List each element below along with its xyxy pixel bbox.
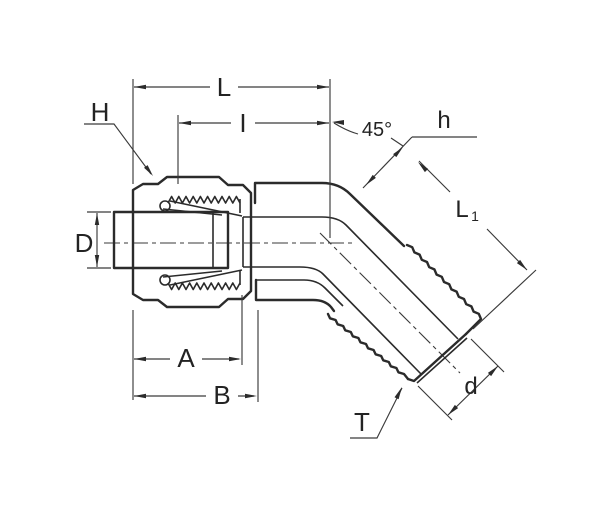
leader-angle: [333, 122, 404, 147]
nut-thread-bottom: [167, 282, 241, 291]
leader-T: [350, 387, 403, 439]
arrow-h-lower: [366, 174, 376, 185]
dim-label-angle: 45°: [362, 119, 392, 141]
dimension-lines: [84, 79, 537, 439]
front-ferrule-bottom: [162, 269, 243, 286]
dim-A-extensions: [132, 295, 243, 400]
back-ferrule-bottom: [159, 274, 171, 286]
arrow-B-left: [134, 393, 146, 399]
arrow-d-lower: [448, 404, 459, 415]
body-top-outline: [253, 181, 406, 248]
arrow-d-upper: [487, 366, 498, 377]
dimension-labels: L I H D A B T 45° h L 1 d: [75, 72, 479, 437]
front-ferrule-top: [162, 200, 243, 217]
dim-label-T: T: [354, 407, 370, 437]
dim-L1-extension: [472, 269, 537, 330]
end-face-inner-edge: [416, 337, 468, 384]
dim-label-D: D: [75, 228, 94, 258]
dim-D-extensions: [87, 211, 111, 269]
dim-label-I: I: [239, 108, 246, 138]
centerlines: [104, 232, 461, 374]
arrow-I-right: [317, 120, 329, 126]
arrow-D-bottom: [94, 255, 100, 267]
arrow-H-leader: [144, 165, 153, 176]
arrow-I-left: [179, 120, 191, 126]
fitting-outline: [112, 175, 483, 383]
arrow-A-left: [134, 356, 146, 362]
dim-label-d: d: [464, 373, 477, 400]
arrow-L-left: [134, 84, 146, 90]
leader-H: [84, 123, 152, 175]
nut-thread-top: [167, 195, 241, 204]
arrow-A-right: [229, 356, 241, 362]
arrow-angle: [332, 120, 344, 125]
arrow-L1-bottom: [516, 259, 527, 270]
arrow-B-right: [245, 393, 257, 399]
arrow-T-leader: [394, 387, 402, 400]
dim-L-extensions: [132, 79, 331, 238]
dim-d-extensions: [417, 338, 505, 421]
tube-outline: [112, 210, 230, 270]
arrow-L-right: [317, 84, 329, 90]
fitting-internals: [159, 195, 468, 384]
arrow-D-top: [94, 213, 100, 225]
dim-label-B: B: [213, 380, 230, 410]
body-bottom-outline: [254, 278, 336, 313]
pipe-end-face: [406, 332, 468, 383]
bore-bottom-line: [243, 266, 423, 376]
dim-label-h: h: [437, 107, 450, 134]
dim-label-L: L: [217, 72, 231, 102]
nut-outline: [131, 175, 253, 309]
dim-label-H: H: [91, 97, 110, 127]
dim-label-A: A: [177, 343, 195, 373]
bore-top-line: [243, 216, 459, 340]
neck-bottom-line: [256, 279, 344, 307]
top-thread-profile: [405, 243, 483, 336]
dimension-arrowheads: [94, 84, 527, 415]
dim-label-L1-subscript: 1: [471, 208, 479, 224]
bottom-thread-profile: [326, 312, 410, 381]
arrow-h-upper: [393, 147, 403, 158]
back-ferrule-top: [159, 200, 171, 212]
arrow-L1-top: [418, 162, 429, 173]
dim-label-L1: L: [455, 196, 468, 223]
diagonal-centerline: [319, 232, 461, 374]
